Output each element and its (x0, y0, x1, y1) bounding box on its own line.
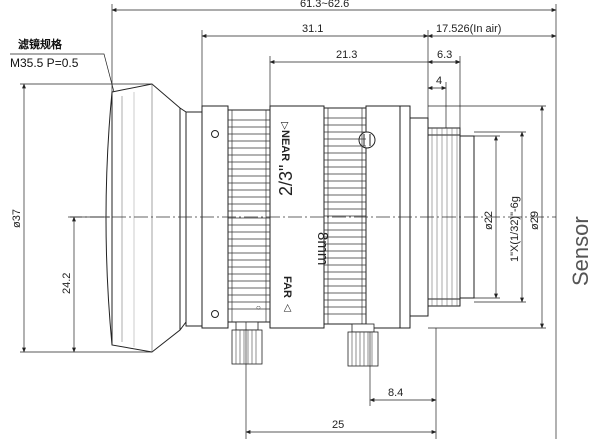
aperture-ring-knurl (324, 108, 366, 324)
dim-mount-thread: 1"X(1/32)"-6g (509, 196, 521, 262)
filter-note-title: 滤镜规格 (18, 37, 63, 51)
far-mark: FAR (281, 276, 293, 298)
sensor-label: Sensor (568, 216, 593, 286)
dim-21: 21.3 (336, 49, 357, 61)
dim-31: 31.1 (302, 23, 323, 35)
dim-diameter-37: ø37 (11, 209, 23, 228)
dim-24: 24.2 (61, 273, 73, 294)
dim-diameter-29: ø29 (529, 211, 541, 230)
format-mark: 2/3" (276, 165, 296, 196)
dim-6: 6.3 (437, 49, 452, 61)
dim-flange-distance: 17.526(In air) (436, 23, 501, 35)
lock-screw-focus (231, 321, 263, 365)
dim-total-length: 61.3~62.6 (300, 0, 349, 10)
dim-8: 8.4 (388, 387, 403, 399)
dimension-labels: 61.3~62.6 31.1 17.526(In air) 21.3 6.3 4… (11, 0, 541, 431)
dim-4: 4 (436, 75, 442, 87)
dim-25: 25 (332, 419, 344, 431)
far-arrow-icon: ◁ (282, 304, 293, 312)
dim-diameter-22: ø22 (483, 211, 495, 230)
focal-mark: 8mm (314, 232, 331, 265)
index-mark-icon: ○ (256, 303, 261, 312)
near-arrow-icon: ▷ (279, 122, 290, 130)
focus-ring-knurl (228, 110, 270, 322)
lens-markings: NEAR ▷ 2/3" 8mm FAR ◁ ○ (256, 122, 331, 312)
filter-note-spec: M35.5 P=0.5 (10, 56, 79, 70)
near-mark: NEAR (279, 130, 291, 161)
filter-note: 滤镜规格 M35.5 P=0.5 (10, 37, 79, 70)
dimension-lines (10, 4, 557, 439)
lock-screw-aperture (347, 323, 379, 367)
